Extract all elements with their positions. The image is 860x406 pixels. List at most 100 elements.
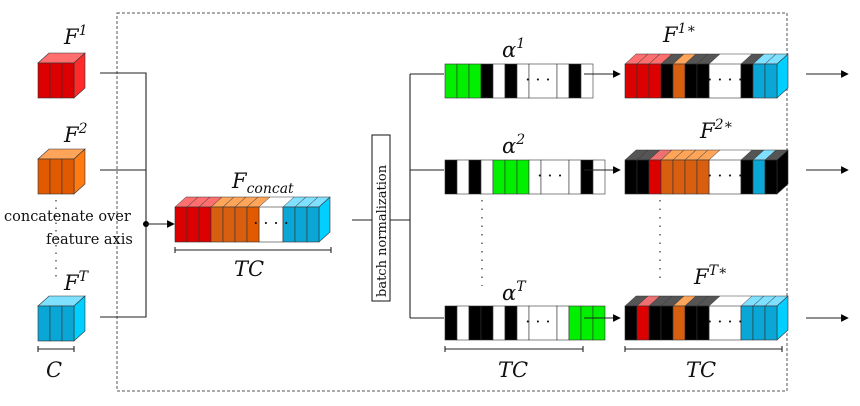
block-slice <box>636 63 650 99</box>
att-cell <box>480 305 494 341</box>
input-label-2: F2 <box>63 121 88 147</box>
concat-feature-block: · · · · <box>174 196 331 243</box>
input-feature-block-2 <box>37 148 86 195</box>
dashed-frame <box>116 12 788 392</box>
output-label-T: FT∗ <box>693 263 727 289</box>
block-slice <box>294 206 308 243</box>
block-slice <box>660 63 674 99</box>
block-slice <box>648 305 662 341</box>
att-cell <box>516 159 530 195</box>
block-slice <box>684 305 698 341</box>
attention-label-T: αT <box>502 279 527 305</box>
input-feature-block-1 <box>37 52 86 99</box>
att-cell <box>492 63 506 99</box>
att-ellipsis: · · · · <box>525 70 561 89</box>
block-ellipsis: · · · · <box>707 312 743 331</box>
block-slice <box>624 63 638 99</box>
att-cell <box>504 305 518 341</box>
bn-split-lines <box>390 73 444 319</box>
att-cell <box>504 63 518 99</box>
block-slice <box>648 159 662 195</box>
att-cell <box>456 305 470 341</box>
block-slice <box>660 159 674 195</box>
input-dim-bracket <box>37 346 75 352</box>
att-cell <box>456 63 470 99</box>
concat-dim-label: TC <box>234 257 264 281</box>
block-slice <box>764 63 778 99</box>
block-slice <box>306 206 320 243</box>
attention-vector-2: · · · · <box>444 159 606 195</box>
att-gap <box>540 159 570 195</box>
output-feature-block-1: · · · · <box>624 53 789 99</box>
input-connector-lines <box>100 72 147 318</box>
concat-caption-line-2: feature axis <box>46 232 133 248</box>
attention-dim-label: TC <box>498 358 528 382</box>
att-gap <box>528 305 558 341</box>
block-slice <box>764 305 778 341</box>
attention-vector-T: · · · · <box>444 305 606 341</box>
block-slice <box>186 206 200 243</box>
att-cell <box>592 159 606 195</box>
block-slice <box>696 305 710 341</box>
att-cell <box>480 159 494 195</box>
block-gap <box>708 159 742 195</box>
att-cell <box>504 159 518 195</box>
concat-caption-line-1: concatenate over <box>4 209 131 225</box>
block-slice <box>672 305 686 341</box>
attention-label-1: α1 <box>502 36 525 62</box>
block-slice <box>61 305 75 342</box>
block-slice <box>49 62 63 99</box>
att-cell <box>444 159 458 195</box>
block-slice <box>672 63 686 99</box>
att-cell <box>580 159 594 195</box>
block-slice <box>696 63 710 99</box>
block-ellipsis: · · · · <box>707 166 743 185</box>
output-feature-block-T: · · · · <box>624 295 789 341</box>
block-slice <box>198 206 212 243</box>
block-slice <box>752 63 766 99</box>
att-cell <box>444 63 458 99</box>
block-slice <box>684 159 698 195</box>
att-cell <box>580 305 594 341</box>
input-label-T: FT <box>63 269 90 295</box>
batchnorm-box <box>371 134 391 302</box>
att-cell <box>556 305 570 341</box>
block-slice <box>37 158 51 195</box>
att-cell <box>468 159 482 195</box>
block-slice <box>684 63 698 99</box>
block-ellipsis: · · · · <box>707 70 743 89</box>
block-slice <box>672 159 686 195</box>
concat-dim-bracket <box>174 247 332 253</box>
output-dim-bracket <box>624 346 783 352</box>
block-slice <box>37 305 51 342</box>
att-cell <box>568 159 582 195</box>
block-slice <box>648 63 662 99</box>
input-feature-block-T <box>37 295 86 342</box>
att-cell <box>580 63 594 99</box>
block-slice <box>234 206 248 243</box>
att-cell <box>568 63 582 99</box>
block-ellipsis: · · · · <box>253 214 289 233</box>
attention-dim-bracket <box>444 346 584 352</box>
input-dim-label: C <box>46 358 62 382</box>
att-cell <box>492 159 506 195</box>
block-slice <box>210 206 224 243</box>
block-slice <box>660 305 674 341</box>
attention-vector-1: · · · · <box>444 63 594 99</box>
att-cell <box>468 63 482 99</box>
block-slice <box>636 159 650 195</box>
block-slice <box>696 159 710 195</box>
attention-label-2: α2 <box>502 132 525 158</box>
block-slice <box>61 158 75 195</box>
att-cell <box>480 63 494 99</box>
output-dim-label: TC <box>686 358 716 382</box>
block-slice <box>61 62 75 99</box>
block-slice <box>624 305 638 341</box>
concat-label: Fconcat <box>231 169 294 197</box>
block-slice <box>752 159 766 195</box>
block-slice <box>636 305 650 341</box>
att-cell <box>556 63 570 99</box>
input-label-1: F1 <box>63 23 88 49</box>
att-cell <box>468 305 482 341</box>
block-slice <box>752 305 766 341</box>
